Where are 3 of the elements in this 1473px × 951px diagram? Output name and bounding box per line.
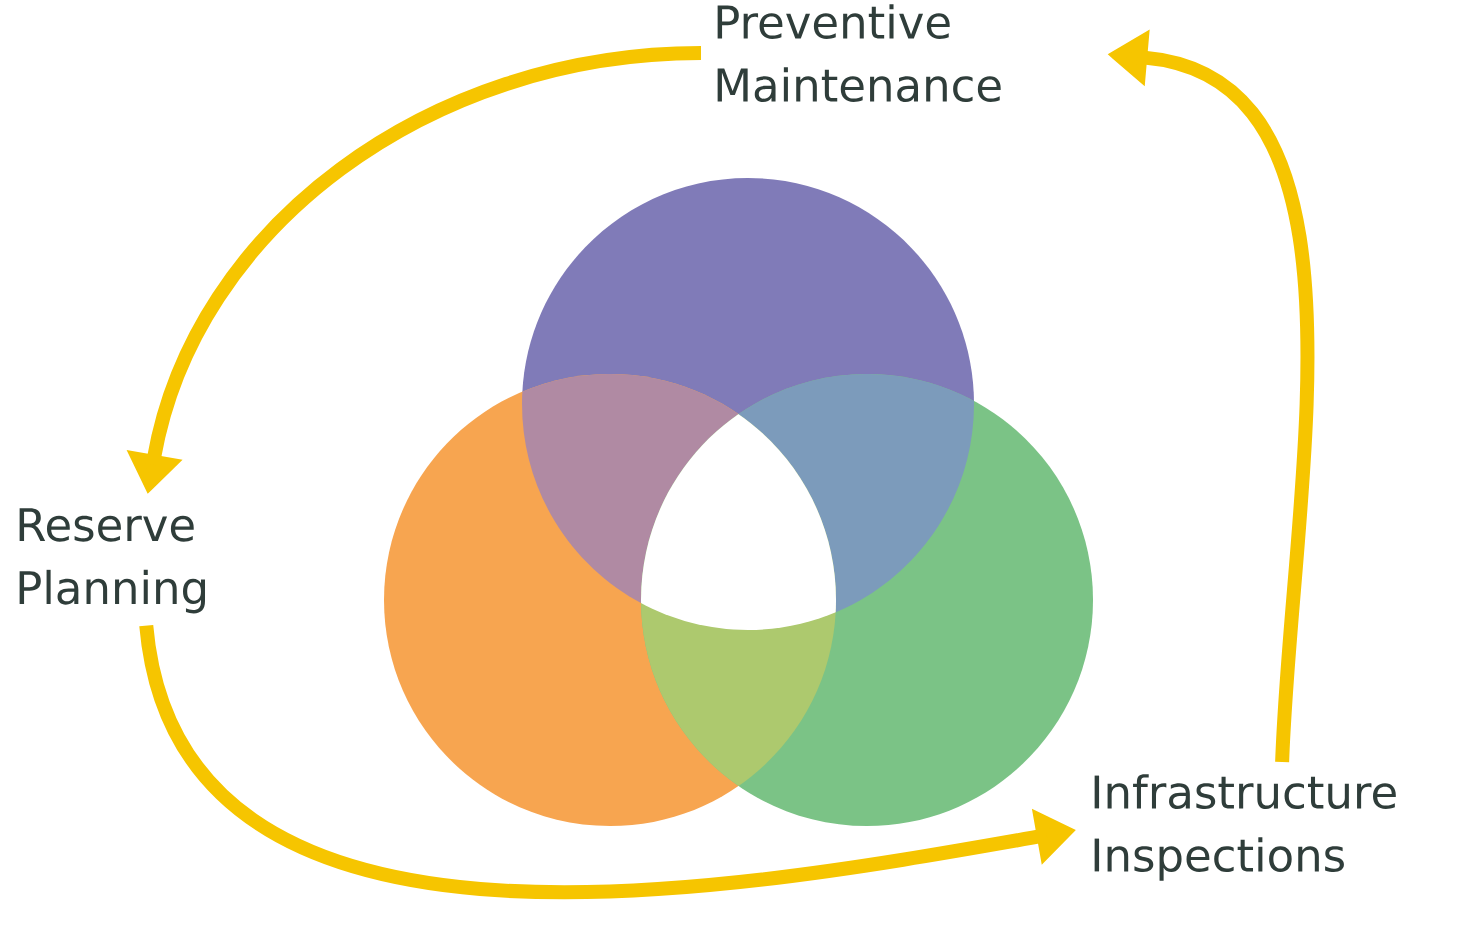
step-label: Reserve Planning — [19, 508, 205, 614]
step-label: Preventive Maintenance — [717, 4, 1001, 103]
step-label: Infrastructure Inspections — [1094, 774, 1396, 881]
